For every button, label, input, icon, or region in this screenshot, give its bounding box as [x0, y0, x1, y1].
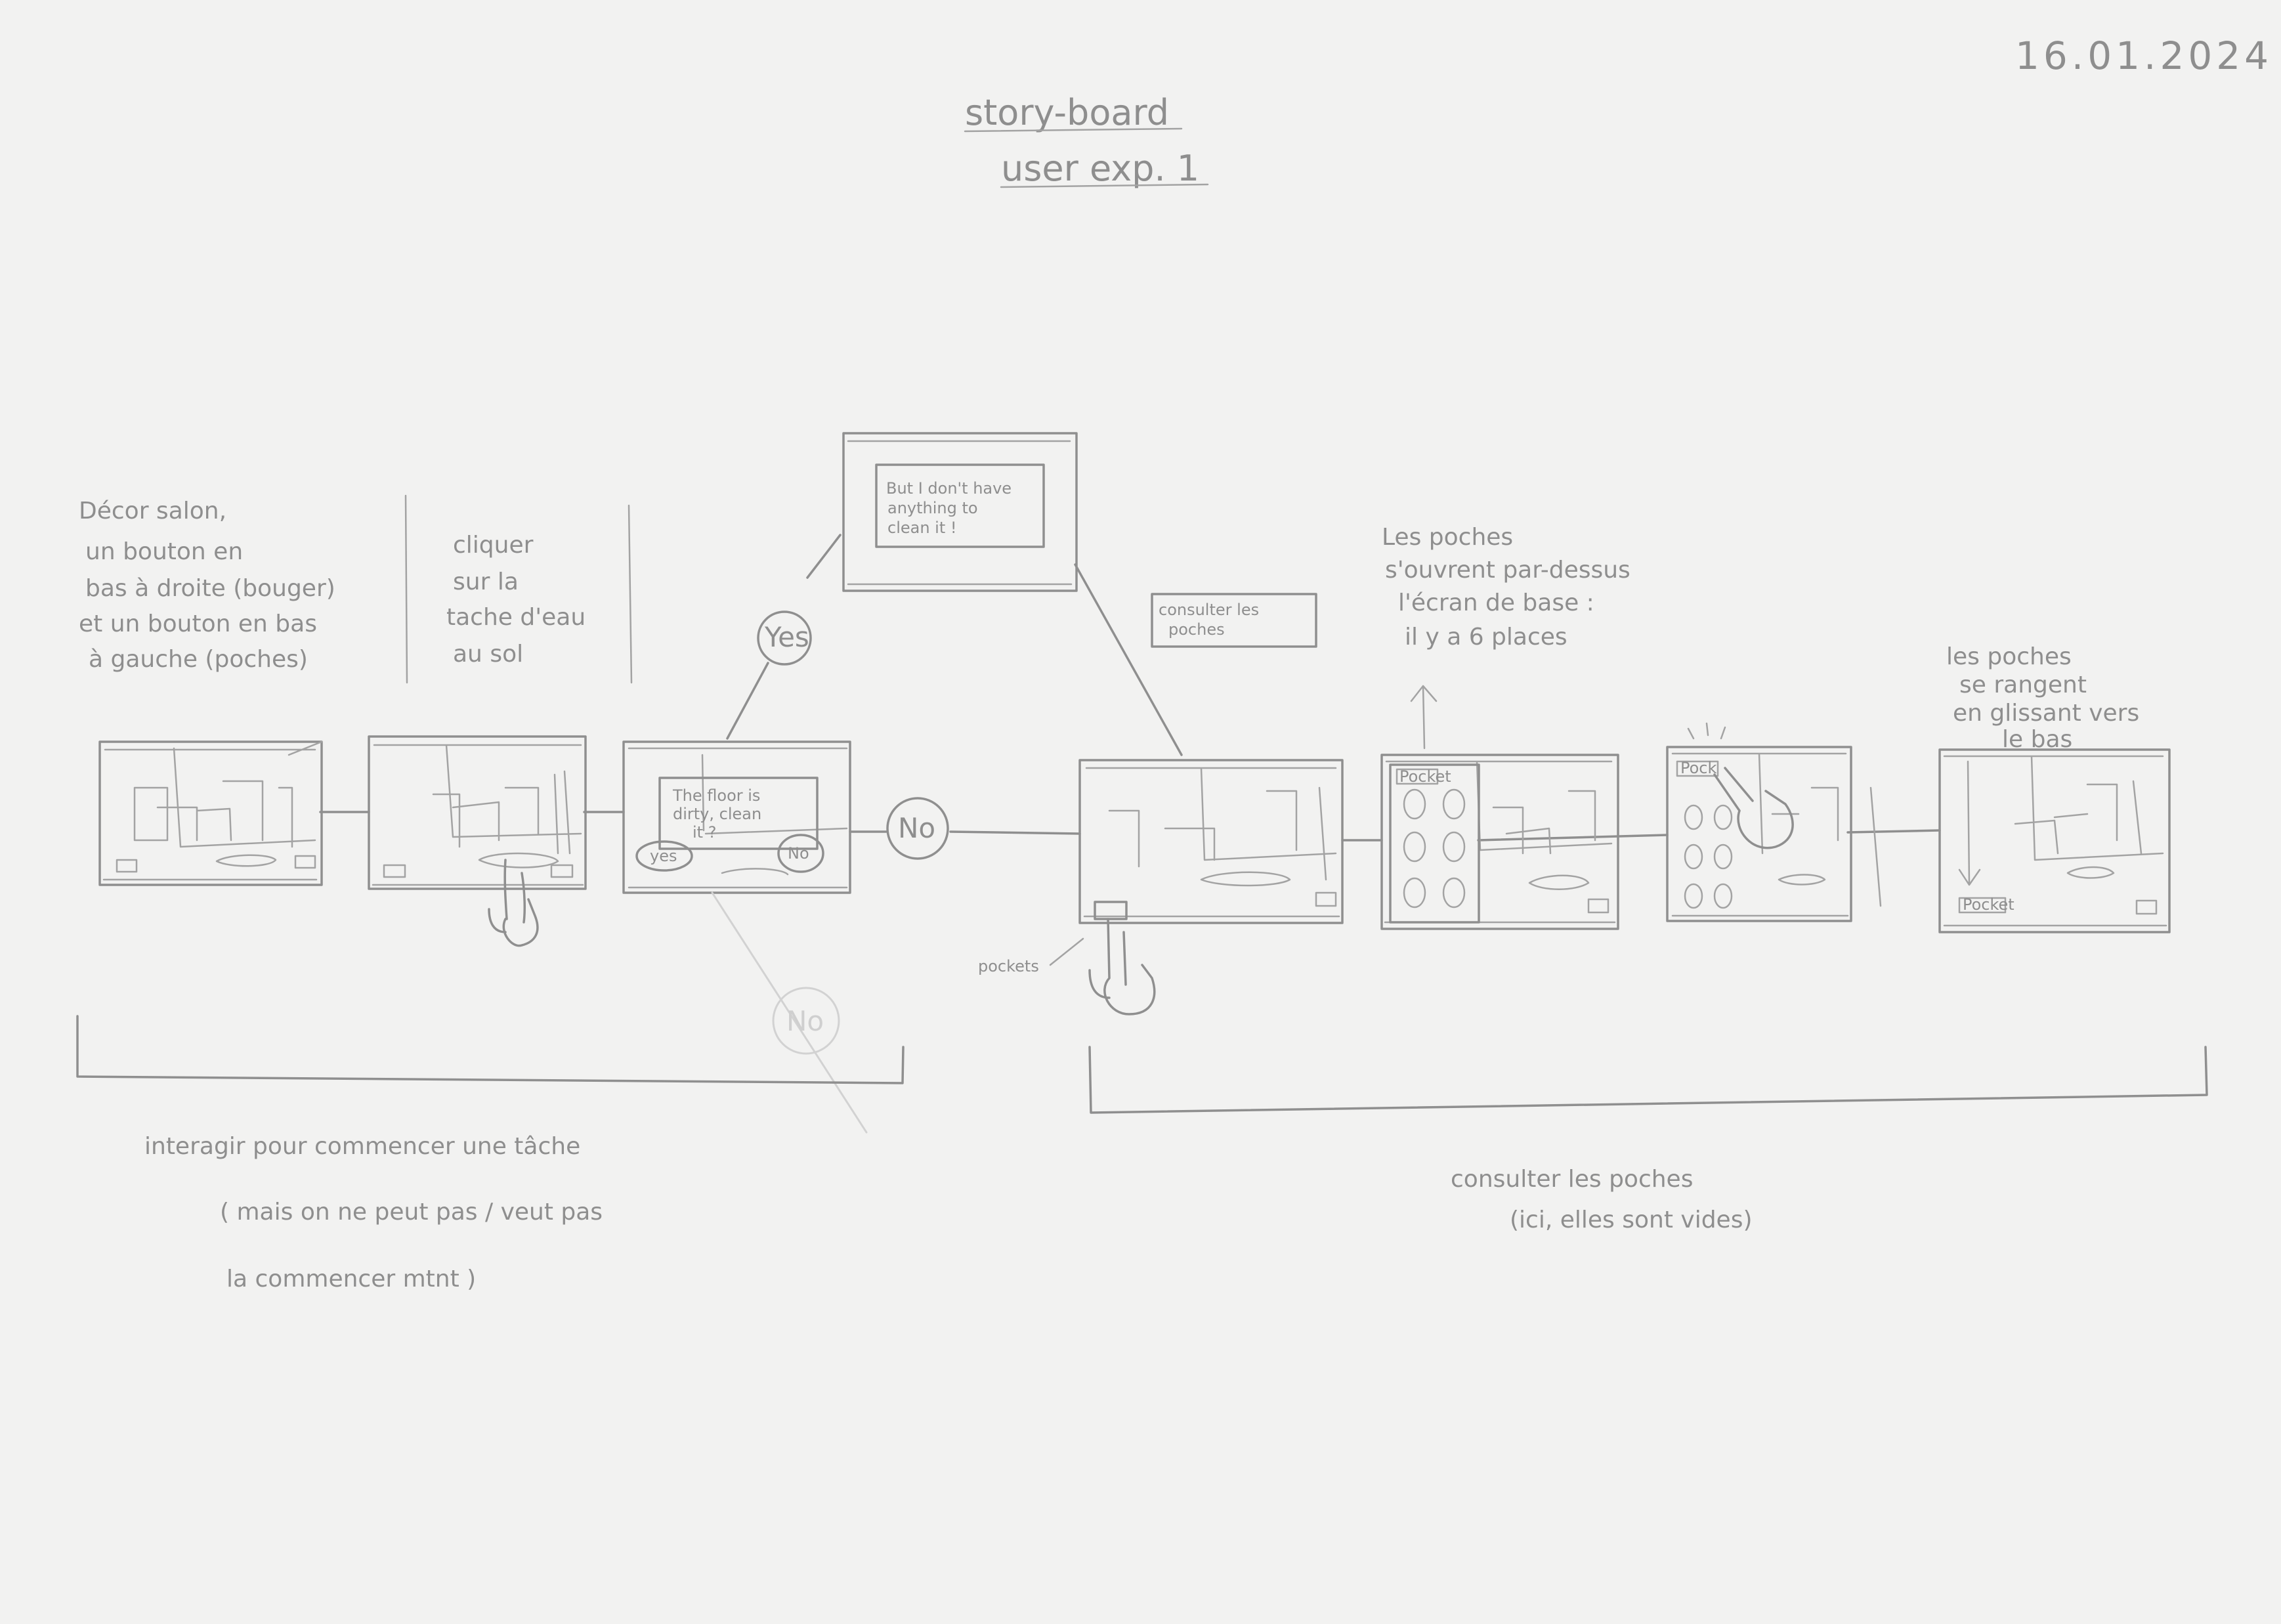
- answer-return-line: [1074, 563, 1183, 756]
- popup-yes-button[interactable]: [635, 840, 693, 872]
- pocket-slot[interactable]: [1684, 883, 1703, 909]
- note-click-line: cliquer: [453, 532, 534, 559]
- pockets-button[interactable]: [1094, 901, 1128, 920]
- note-pockets-open-line: s'ouvrent par-dessus: [1385, 557, 1631, 584]
- no-bubble-label: No: [898, 812, 935, 844]
- pockets-label: pockets: [978, 957, 1039, 975]
- frame-5-pockets-open: Pocket: [1380, 754, 1619, 930]
- pocket-slot[interactable]: [1403, 788, 1426, 820]
- left-caption: interagir pour commencer une tâche ( mai…: [144, 1133, 603, 1293]
- note-pockets-store: les poches se rangent en glissant vers l…: [1946, 643, 2139, 753]
- pocket-tab-closed[interactable]: [1958, 897, 2007, 914]
- popup-answer-line: But I don't have: [886, 479, 1012, 498]
- note-decor-line: à gauche (poches): [89, 646, 308, 673]
- note-pockets-store-line: les poches: [1946, 643, 2072, 670]
- frame-7-pockets-closing: Pocket: [1938, 748, 2171, 933]
- pointing-hand-icon: [1713, 767, 1794, 849]
- note-decor-line: bas à droite (bouger): [85, 575, 335, 602]
- pocket-slot[interactable]: [1713, 844, 1733, 870]
- pocket-slot[interactable]: [1684, 844, 1703, 870]
- note-click: cliquer sur la tache d'eau au sol: [446, 532, 586, 668]
- note-divider: [628, 504, 633, 684]
- right-caption: consulter les poches (ici, elles sont vi…: [1451, 1166, 1753, 1233]
- note-click-line: tache d'eau: [446, 604, 586, 631]
- pocket-slot[interactable]: [1403, 831, 1426, 863]
- left-caption-line: interagir pour commencer une tâche: [144, 1133, 580, 1160]
- note-pockets-store-line: en glissant vers: [1953, 700, 2139, 727]
- date-text: 16.01.2024: [2015, 33, 2272, 78]
- popup-question-line: it ?: [693, 823, 716, 842]
- pocket-slot[interactable]: [1713, 804, 1733, 830]
- up-arrow-icon: [1410, 685, 1438, 750]
- frame-2-click-stain: [368, 735, 587, 890]
- popup-answer-line: anything to: [887, 499, 978, 517]
- frame-1-living-room: [98, 740, 323, 886]
- note-pockets-store-line: se rangent: [1959, 672, 2087, 698]
- pocket-slot[interactable]: [1442, 877, 1466, 908]
- frame-3-popup: The floor is dirty, clean it ? yes No: [622, 740, 851, 894]
- note-click-line: au sol: [453, 641, 523, 668]
- title-line-1: story-board: [965, 92, 1169, 133]
- left-caption-line: la commencer mtnt ): [226, 1266, 476, 1293]
- pointing-hand-icon: [488, 859, 539, 947]
- pocket-tab-tapped[interactable]: [1676, 760, 1719, 777]
- yes-bubble: [757, 610, 812, 666]
- pocket-slot[interactable]: [1403, 877, 1426, 908]
- yes-bubble-label: Yes: [764, 621, 809, 653]
- consult-box-line: poches: [1168, 620, 1225, 639]
- pointing-hand-icon: [1088, 918, 1156, 1015]
- note-pockets-open-line: Les poches: [1382, 524, 1513, 551]
- right-caption-line: (ici, elles sont vides): [1510, 1207, 1753, 1233]
- pocket-slot[interactable]: [1713, 883, 1733, 909]
- erased-no-bubble: [772, 987, 840, 1055]
- pocket-slot[interactable]: [1442, 788, 1466, 820]
- popup-no-button[interactable]: [777, 834, 824, 873]
- note-decor-line: Décor salon,: [79, 498, 226, 524]
- pockets-label-arrow: [1049, 937, 1084, 966]
- pocket-tab-closed-label: Pocket: [1963, 895, 2015, 914]
- popup-question-line: The floor is: [672, 786, 760, 805]
- consult-box: [1151, 593, 1317, 648]
- note-decor-line: un bouton en: [85, 538, 243, 565]
- left-section-bracket: [76, 1015, 905, 1084]
- erased-no-label: No: [786, 1005, 824, 1037]
- note-pockets-open: Les poches s'ouvrent par-dessus l'écran …: [1382, 524, 1631, 651]
- note-pockets-store-line: le bas: [2002, 726, 2072, 753]
- popup-question-line: dirty, clean: [673, 805, 761, 823]
- pocket-slot[interactable]: [1684, 804, 1703, 830]
- note-decor-line: et un bouton en bas: [79, 610, 317, 637]
- frame-6-tap-pocket-tab: Pock: [1666, 722, 1882, 922]
- yes-branch-line: [726, 534, 842, 740]
- title-block: story-board user exp. 1: [964, 92, 1209, 189]
- right-caption-line: consulter les poches: [1451, 1166, 1693, 1193]
- pockets-panel: [1389, 763, 1480, 924]
- slide-down-arrow-icon: [1958, 760, 1981, 886]
- popup-answer-line: clean it !: [887, 519, 957, 537]
- title-line-2: user exp. 1: [1001, 148, 1199, 189]
- no-bubble: [886, 797, 949, 860]
- frame-4-pockets-button: [1078, 759, 1344, 924]
- timeline-line: [319, 811, 1941, 842]
- popup-no-label: No: [788, 844, 809, 863]
- pocket-slot[interactable]: [1442, 831, 1466, 863]
- consult-box-line: consulter les: [1159, 601, 1259, 619]
- note-pockets-open-line: l'écran de base :: [1398, 589, 1594, 616]
- pockets-panel-tab-label: Pocket: [1399, 767, 1451, 786]
- note-click-line: sur la: [453, 568, 519, 595]
- pockets-panel-tab[interactable]: [1396, 768, 1439, 785]
- right-section-bracket: [1088, 1046, 2208, 1114]
- pocket-tab-tapped-label: Pock: [1680, 759, 1716, 777]
- popup-yes-label: yes: [650, 847, 677, 865]
- note-decor: Décor salon, un bouton en bas à droite (…: [79, 498, 335, 673]
- erased-branch-line: [711, 891, 868, 1134]
- left-caption-line: ( mais on ne peut pas / veut pas: [220, 1199, 603, 1226]
- frame-answer-popup: But I don't have anything to clean it !: [842, 432, 1078, 592]
- note-pockets-open-line: il y a 6 places: [1405, 624, 1567, 651]
- note-divider: [404, 494, 408, 684]
